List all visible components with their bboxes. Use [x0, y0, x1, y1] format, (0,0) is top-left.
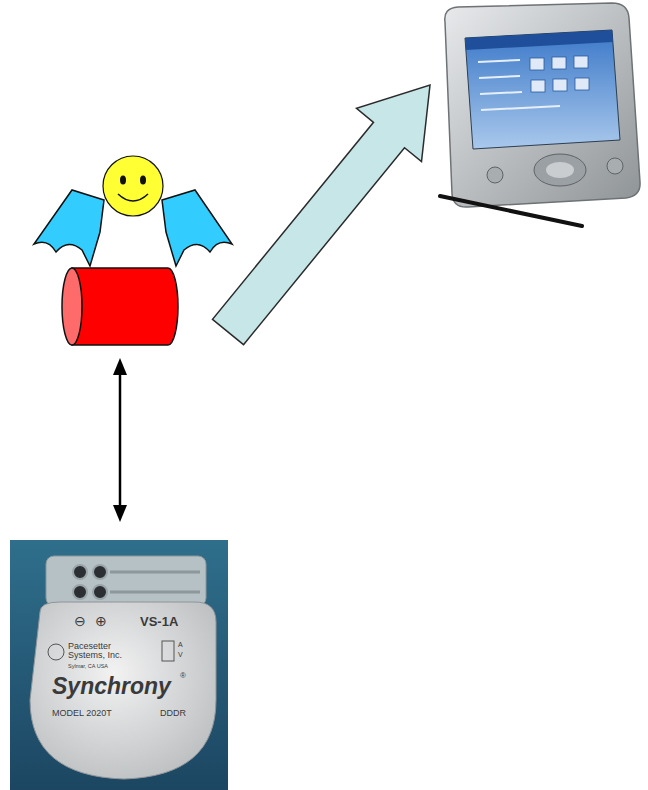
- device-label: Sylmar, CA USA: [68, 664, 108, 670]
- device-label: Pacesetter Systems, Inc.: [68, 642, 128, 661]
- device-label: ⊖: [74, 614, 86, 629]
- device-label: A: [178, 641, 183, 648]
- device-label: VS-1A: [140, 615, 178, 629]
- pacemaker-photo: [10, 540, 228, 790]
- pda-device: [440, 3, 640, 226]
- double-arrow: [113, 358, 127, 522]
- device-label: Synchrony: [52, 674, 171, 698]
- device-label: ⊕: [95, 614, 107, 629]
- device-label: ®: [180, 672, 186, 680]
- device-label: DDDR: [160, 709, 186, 718]
- flow-arrow: [213, 85, 431, 345]
- device-label: MODEL 2020T: [52, 709, 112, 718]
- angel-figure: [34, 156, 232, 345]
- device-label: V: [178, 651, 183, 658]
